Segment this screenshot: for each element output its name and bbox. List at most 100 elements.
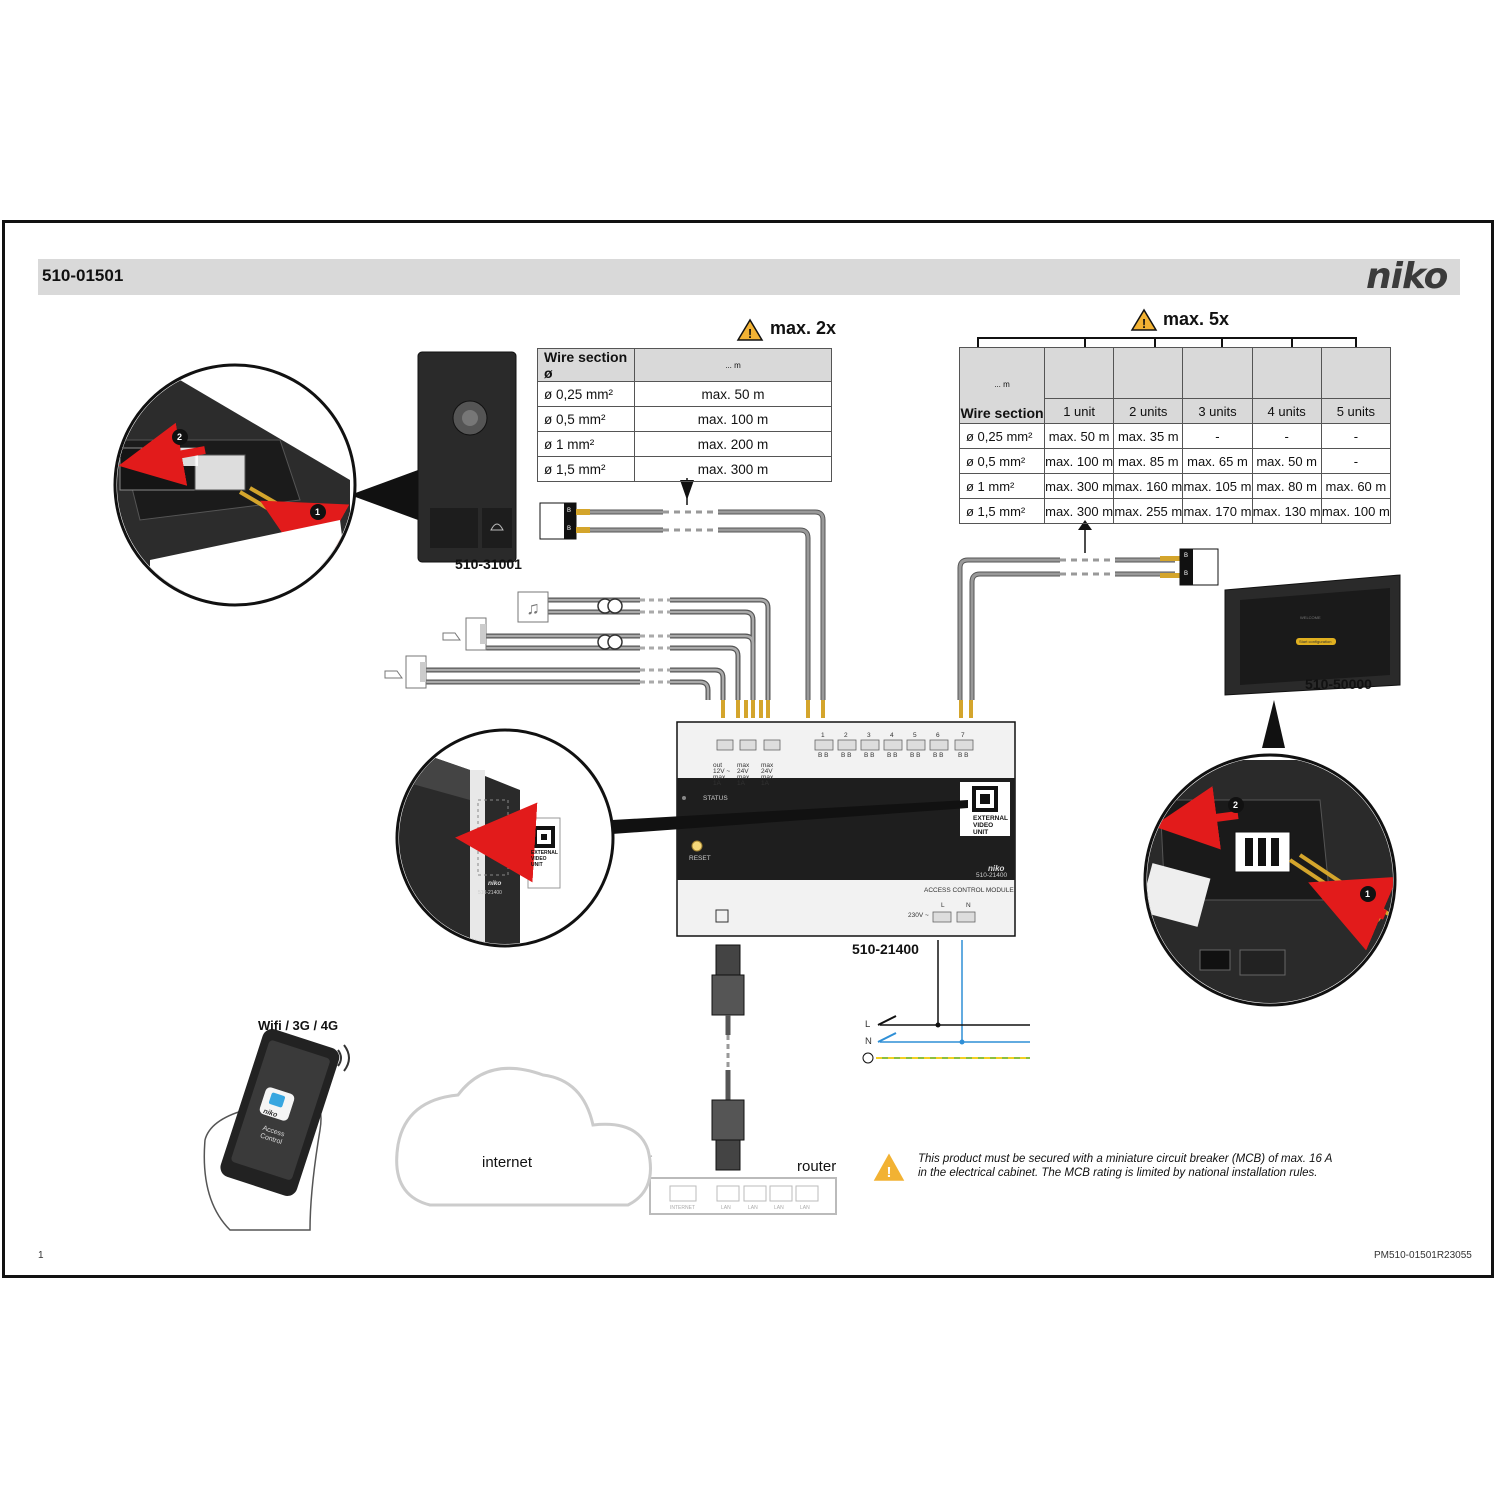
unit-header: 5 units <box>1320 398 1392 424</box>
internet-label: internet <box>482 1154 533 1171</box>
bus-label: B B <box>958 752 969 759</box>
row-value: max. 300 m <box>1043 498 1115 524</box>
row-section: ø 1,5 mm² <box>959 498 1045 524</box>
router-device <box>635 1155 837 1215</box>
row-section: ø 0,5 mm² <box>537 406 635 432</box>
svg-text:!: ! <box>748 326 752 341</box>
terminal-number: 7 <box>961 732 965 739</box>
connector-left <box>539 502 590 540</box>
line-label: L <box>865 1019 871 1030</box>
indoor-display <box>1224 574 1401 696</box>
row-value: max. 80 m <box>1251 473 1322 499</box>
output-1-label: out 12V ~ max 1A <box>713 762 731 787</box>
svg-text:!: ! <box>1142 316 1146 331</box>
unit-header: 3 units <box>1182 398 1253 424</box>
row-section: ø 1 mm² <box>537 431 635 457</box>
transformer-icon <box>597 598 623 650</box>
row-value: max. 50 m <box>1043 423 1115 449</box>
row-value: max. 35 m <box>1113 423 1184 449</box>
step-number: 2 <box>177 432 183 442</box>
unit-illustration <box>1320 347 1392 399</box>
module-label: 510-21400 <box>852 941 919 957</box>
display-start-button: Start configuration <box>1299 639 1332 644</box>
router-port-label: LAN <box>774 1205 784 1211</box>
module-title: ACCESS CONTROL MODULE <box>924 887 1014 894</box>
row-value: max. 300 m <box>634 456 832 482</box>
connector-b-label: B <box>1184 571 1189 577</box>
chime-icon: ♫ <box>517 591 549 623</box>
connector-b-label: B <box>567 508 572 514</box>
row-value: - <box>1320 423 1392 449</box>
indoor-display-label: 510-50000 <box>1305 676 1372 692</box>
unit-illustration <box>1113 347 1184 399</box>
warning-icon: ! <box>736 318 764 341</box>
step-2-badge <box>1228 797 1244 813</box>
row-value: - <box>1182 423 1253 449</box>
bus-label: B B <box>864 752 875 759</box>
row-value: max. 50 m <box>634 381 832 407</box>
router-port-label: LAN <box>721 1205 731 1211</box>
zoom-sticker-text: EXTERNAL VIDEO UNIT <box>531 850 558 868</box>
reset-label: RESET <box>689 855 711 862</box>
row-value: max. 200 m <box>634 431 832 457</box>
max-5x-label: max. 5x <box>1163 309 1230 329</box>
unit-illustration <box>1251 347 1322 399</box>
unit-header: 4 units <box>1251 398 1322 424</box>
ethernet-cable <box>711 944 745 1171</box>
display-welcome: WELCOME <box>1300 615 1321 620</box>
router-port-label: LAN <box>748 1205 758 1211</box>
warning-icon: ! <box>1130 308 1158 331</box>
terminal-number: 3 <box>867 732 871 739</box>
zoom-display-connector <box>1143 700 1397 1007</box>
unit-header: 2 units <box>1113 398 1184 424</box>
row-value: max. 100 m <box>1320 498 1392 524</box>
brand-logo: niko <box>1366 256 1448 297</box>
mains-supply <box>862 940 1030 1064</box>
neutral-label: N <box>865 1036 872 1047</box>
earth-icon <box>862 1052 874 1064</box>
status-label: STATUS <box>703 795 728 802</box>
warning-icon: ! <box>873 1153 905 1181</box>
bus-label: B B <box>933 752 944 759</box>
zoom-qr-sticker <box>395 728 615 948</box>
terminal-number: 4 <box>890 732 894 739</box>
phone-connection-label: Wifi / 3G / 4G <box>258 1018 339 1033</box>
step-1-badge <box>1360 886 1376 902</box>
terminal-number: 2 <box>844 732 848 739</box>
zoom-brand: niko <box>488 880 502 887</box>
row-value: max. 300 m <box>1043 473 1115 499</box>
max-2x-label: max. 2x <box>770 318 837 338</box>
row-value: max. 160 m <box>1113 473 1184 499</box>
terminal-number: 1 <box>821 732 825 739</box>
row-section: ø 1,5 mm² <box>537 456 635 482</box>
output-2-label: max 24V max 1A <box>737 762 750 787</box>
bus-label: B B <box>841 752 852 759</box>
qr-sticker-text: EXTERNAL VIDEO UNIT <box>973 815 1008 836</box>
step-2-badge <box>172 429 188 445</box>
bus-label: B B <box>910 752 921 759</box>
zoom-outdoor-connector <box>113 363 418 607</box>
row-value: - <box>1320 448 1392 474</box>
unit-header: 1 unit <box>1043 398 1115 424</box>
door-lock-icon <box>442 617 487 651</box>
header-bar <box>38 259 1460 295</box>
row-value: max. 85 m <box>1113 448 1184 474</box>
router-port-label: INTERNET <box>670 1205 695 1211</box>
col-header: ... m Wire section <box>959 347 1045 424</box>
wire-break-left <box>663 510 718 532</box>
step-1-badge <box>310 504 326 520</box>
unit-illustration <box>1043 347 1115 399</box>
router-label: router <box>797 1158 837 1175</box>
row-section: ø 1 mm² <box>959 473 1045 499</box>
smartphone <box>203 1029 350 1231</box>
bus-label: B B <box>887 752 898 759</box>
document-id: 510-01501 <box>42 266 124 285</box>
row-value: max. 105 m <box>1182 473 1253 499</box>
door-lock-icon <box>384 655 427 689</box>
row-value: max. 65 m <box>1182 448 1253 474</box>
terminal-number: 6 <box>936 732 940 739</box>
row-value: max. 100 m <box>1043 448 1115 474</box>
row-value: max. 60 m <box>1320 473 1392 499</box>
